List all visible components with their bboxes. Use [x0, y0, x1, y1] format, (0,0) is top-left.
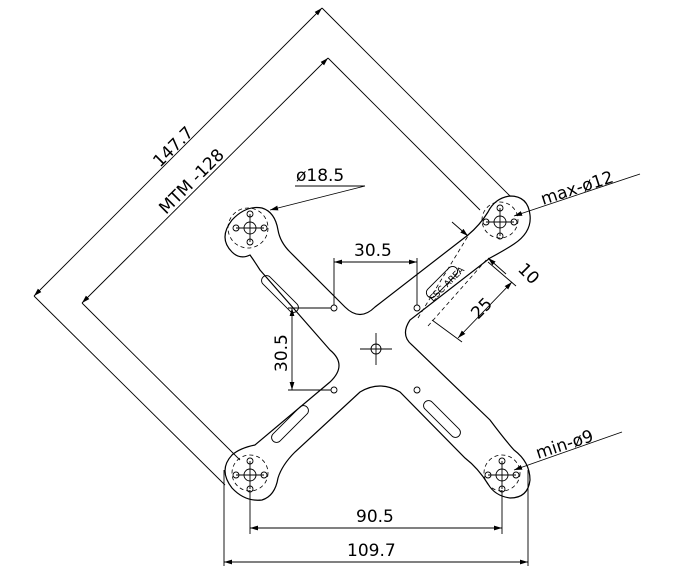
dim-hole-min: min-ø9	[513, 426, 623, 471]
dim-147-label: 147.7	[149, 123, 198, 172]
dim-90: 90.5	[249, 490, 503, 534]
dim-center-w-label: 30.5	[354, 241, 392, 261]
dim-center-w: 30.5	[333, 241, 418, 305]
dim-10-label: 10	[513, 259, 542, 288]
dim-center-h: 30.5	[272, 307, 331, 391]
motor-mount-tl	[227, 207, 269, 249]
dim-147: 147.7	[33, 7, 511, 486]
esc-area-label: ESC AREA	[428, 265, 467, 304]
dim-hole-max-label: max-ø12	[538, 167, 616, 209]
dim-center-h-label: 30.5	[272, 334, 292, 372]
motor-mount-tr	[481, 201, 519, 240]
dim-hole-min-label: min-ø9	[533, 426, 596, 463]
dim-90-label: 90.5	[356, 507, 394, 527]
dim-109-label: 109.7	[347, 541, 396, 561]
motor-mount-bl	[231, 454, 269, 493]
dim-25-label: 25	[467, 294, 496, 323]
dim-hole-large: ø18.5	[269, 166, 366, 211]
dim-hole-large-label: ø18.5	[296, 166, 344, 186]
dim-mtm: MTM -128	[81, 57, 481, 461]
dim-10: 10	[451, 221, 543, 289]
center-holes	[330, 304, 421, 394]
dim-109: 109.7	[223, 470, 529, 566]
dim-hole-max: max-ø12	[513, 167, 641, 217]
